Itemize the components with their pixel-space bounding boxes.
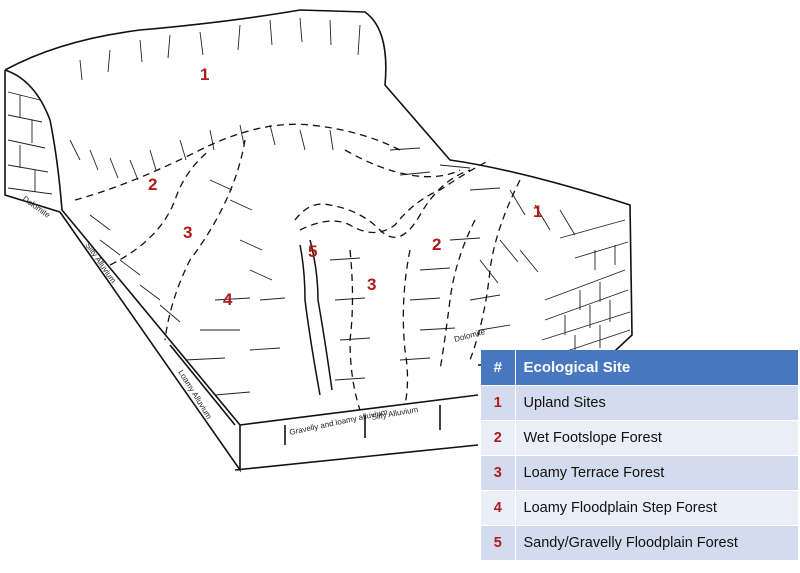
legend-row-label: Wet Footslope Forest — [515, 420, 798, 456]
left-brick-wall — [7, 91, 53, 195]
geology-label-dolomite-right: Dolomite — [453, 327, 486, 344]
zone-number-3-left: 3 — [183, 223, 192, 242]
legend-header-title: Ecological Site — [515, 350, 798, 386]
zone-number-1-right: 1 — [533, 202, 542, 221]
block-outline — [4, 9, 633, 473]
geology-label-dolomite-left: Dolomite — [21, 194, 52, 220]
legend-row: 1 Upland Sites — [481, 385, 798, 421]
legend-row: 5 Sandy/Gravelly Floodplain Forest — [481, 525, 798, 561]
legend-row: 4 Loamy Floodplain Step Forest — [481, 490, 798, 526]
legend-row-number: 4 — [481, 490, 516, 526]
zone-number-4: 4 — [223, 290, 233, 309]
zone-number-2-right: 2 — [432, 235, 441, 254]
legend-row-number: 1 — [481, 385, 516, 421]
zone-boundaries — [74, 123, 521, 411]
legend-header-number: # — [481, 350, 516, 386]
right-brick-wall — [539, 219, 631, 361]
zone-number-3-right: 3 — [367, 275, 376, 294]
legend-row-number: 5 — [481, 525, 516, 561]
legend-row-number: 3 — [481, 455, 516, 491]
legend-row-number: 2 — [481, 420, 516, 456]
legend-header-row: # Ecological Site — [481, 350, 798, 386]
zone-number-5: 5 — [308, 242, 317, 261]
legend-row-label: Sandy/Gravelly Floodplain Forest — [515, 525, 798, 561]
legend-row: 2 Wet Footslope Forest — [481, 420, 798, 456]
legend-row: 3 Loamy Terrace Forest — [481, 455, 798, 491]
legend-row-label: Loamy Floodplain Step Forest — [515, 490, 798, 526]
ecological-site-legend: # Ecological Site 1 Upland Sites 2 Wet F… — [481, 350, 798, 561]
zone-number-2-left: 2 — [148, 175, 157, 194]
legend-row-label: Loamy Terrace Forest — [515, 455, 798, 491]
zone-number-1-left: 1 — [200, 65, 209, 84]
legend-row-label: Upland Sites — [515, 385, 798, 421]
slope-hatching — [69, 17, 576, 396]
